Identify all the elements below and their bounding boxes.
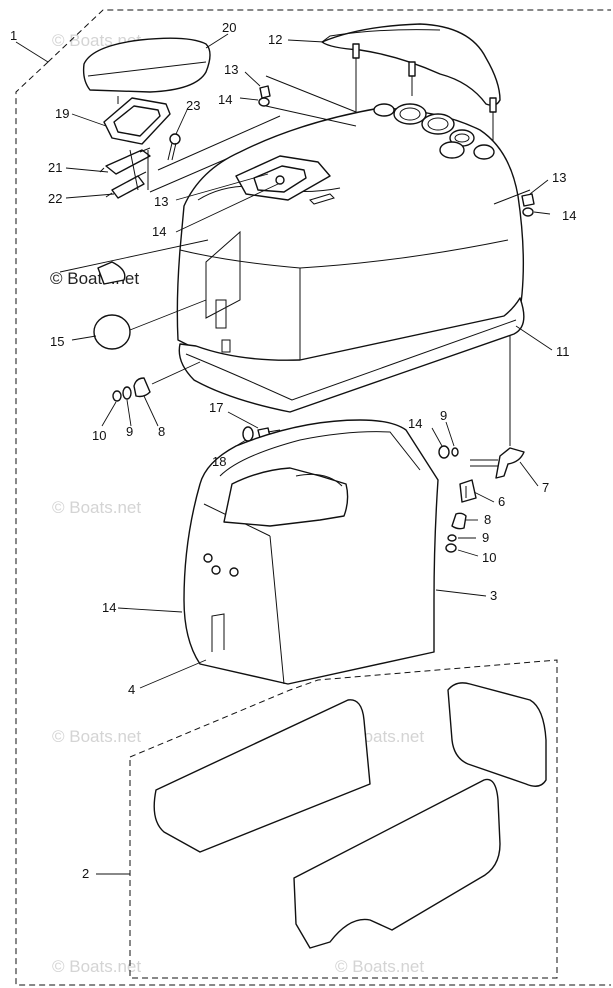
callout-label: 13 <box>552 170 566 185</box>
watermark-text: © Boats.net <box>335 957 424 976</box>
callout-label: 15 <box>50 334 64 349</box>
callout-labels: 1 2 3 14 4 6 7 8 8 9 9 9 10 10 11 12 13 … <box>10 20 576 881</box>
callout-label: 2 <box>82 866 89 881</box>
rear-top-cover <box>321 23 501 113</box>
callout-label: 17 <box>209 400 223 415</box>
callout-label: 20 <box>222 20 236 35</box>
callout-label: 13 <box>224 62 238 77</box>
callout-label: 22 <box>48 191 62 206</box>
callout-label: 18 <box>212 454 226 469</box>
latch-assembly-right <box>438 445 525 553</box>
indicator-mark <box>97 261 126 285</box>
alignment-line <box>117 96 285 193</box>
callout-leaders <box>15 33 553 875</box>
callout-label: 14 <box>218 92 232 107</box>
fastener-set-left <box>112 377 151 402</box>
callout-label: 8 <box>158 424 165 439</box>
bottom-cowling <box>183 419 439 685</box>
alignment-line <box>265 75 531 205</box>
decal-right <box>293 778 501 949</box>
leader-line <box>129 299 207 331</box>
watermark-text-strong: © Boats.net <box>50 269 139 288</box>
callout-label: 21 <box>48 160 62 175</box>
grip-cover <box>82 37 211 93</box>
callout-label: 10 <box>92 428 106 443</box>
callout-label: 1 <box>10 28 17 43</box>
callout-label: 23 <box>186 98 200 113</box>
watermark-text: © Boats.net <box>52 727 141 746</box>
screw <box>167 133 181 161</box>
callout-label: 14 <box>408 416 422 431</box>
watermark-text: © Boats.net <box>52 498 141 517</box>
callout-label: 11 <box>556 344 570 359</box>
callout-label: 9 <box>482 530 489 545</box>
callout-label: 10 <box>482 550 496 565</box>
leader-line <box>151 361 201 385</box>
callout-label: 13 <box>154 194 168 209</box>
callout-label: 3 <box>490 588 497 603</box>
callout-label: 6 <box>498 494 505 509</box>
nut-washer-right <box>521 193 535 217</box>
callout-label: 4 <box>128 682 135 697</box>
plug <box>93 314 131 350</box>
callout-label: 12 <box>268 32 282 47</box>
assembly-outline-1 <box>15 9 611 986</box>
callout-label: 14 <box>562 208 576 223</box>
bracket-plate <box>99 147 151 175</box>
cowling-seal <box>178 297 525 413</box>
callout-label: 8 <box>484 512 491 527</box>
watermark-text: © Boats.net <box>52 957 141 976</box>
grip-frame <box>103 97 171 145</box>
decal-rear <box>447 682 547 787</box>
nut-washer-top-left <box>258 85 271 107</box>
callout-label: 14 <box>152 224 166 239</box>
callout-label: 19 <box>55 106 69 121</box>
top-cowling <box>176 103 525 372</box>
callout-label: 9 <box>440 408 447 423</box>
decal-set-outline-2 <box>129 659 558 979</box>
callout-label: 7 <box>542 480 549 495</box>
callout-label: 9 <box>126 424 133 439</box>
leader-line <box>59 239 209 273</box>
callout-label: 14 <box>102 600 116 615</box>
decal-left <box>153 699 371 853</box>
